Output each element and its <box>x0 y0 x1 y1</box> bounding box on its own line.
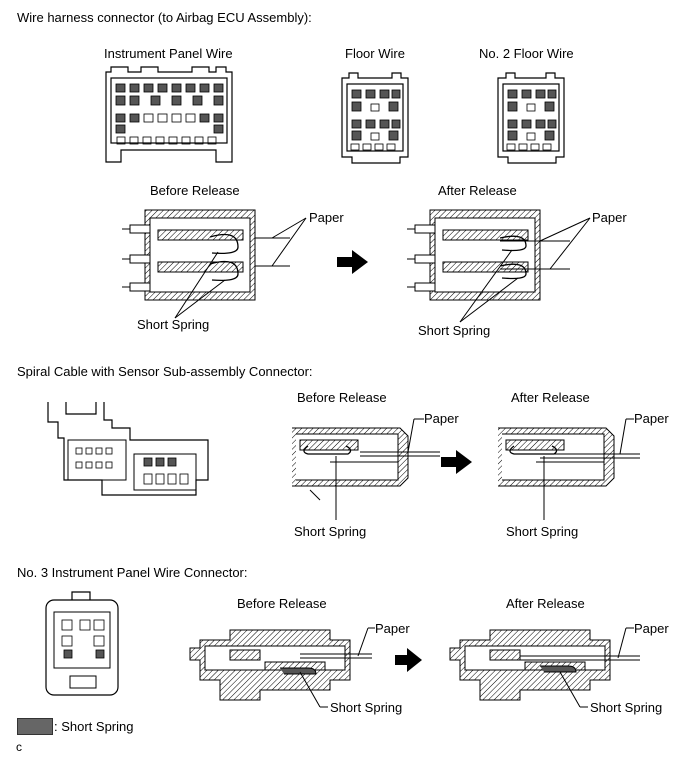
no3-connector-front <box>45 591 119 696</box>
label-paper-1a: Paper <box>309 210 344 225</box>
label-short-spring-2b: Short Spring <box>506 524 579 539</box>
heading-no3-panel: No. 3 Instrument Panel Wire Connector: <box>17 565 248 580</box>
spiral-after-release <box>498 418 640 520</box>
label-before-release-2: Before Release <box>297 390 387 405</box>
label-short-spring-1b: Short Spring <box>418 323 491 338</box>
no3-before-release <box>189 627 375 708</box>
label-short-spring-3b: Short Spring <box>590 700 663 715</box>
spiral-before-release <box>292 418 440 520</box>
arrow-1 <box>337 250 368 274</box>
legend-label: : Short Spring <box>54 719 134 734</box>
label-floor-wire: Floor Wire <box>345 46 405 61</box>
instrument-panel-wire-connector <box>105 66 233 163</box>
arrow-3 <box>395 648 422 672</box>
label-after-release-2: After Release <box>511 390 590 405</box>
no2-floor-wire-connector <box>497 72 565 164</box>
label-paper-2b: Paper <box>634 411 669 426</box>
heading-spiral-cable: Spiral Cable with Sensor Sub-assembly Co… <box>17 364 313 379</box>
heading-wire-harness: Wire harness connector (to Airbag ECU As… <box>17 10 312 25</box>
label-paper-3a: Paper <box>375 621 410 636</box>
no3-after-release <box>449 627 640 708</box>
wire-harness-before-release <box>122 209 307 319</box>
floor-wire-connector <box>341 72 409 164</box>
label-paper-3b: Paper <box>634 621 669 636</box>
label-paper-1b: Paper <box>592 210 627 225</box>
label-paper-2a: Paper <box>424 411 459 426</box>
label-before-release-1: Before Release <box>150 183 240 198</box>
arrow-2 <box>441 450 472 474</box>
label-after-release-1: After Release <box>438 183 517 198</box>
label-short-spring-1a: Short Spring <box>137 317 210 332</box>
label-short-spring-3a: Short Spring <box>330 700 403 715</box>
label-after-release-3: After Release <box>506 596 585 611</box>
label-instrument-panel-wire: Instrument Panel Wire <box>104 46 233 61</box>
label-short-spring-2a: Short Spring <box>294 524 367 539</box>
wire-harness-after-release <box>407 209 591 323</box>
label-no2-floor-wire: No. 2 Floor Wire <box>479 46 574 61</box>
spiral-cable-connector <box>47 402 209 496</box>
label-before-release-3: Before Release <box>237 596 327 611</box>
footer-code: c <box>16 740 22 754</box>
legend-swatch <box>17 718 53 735</box>
